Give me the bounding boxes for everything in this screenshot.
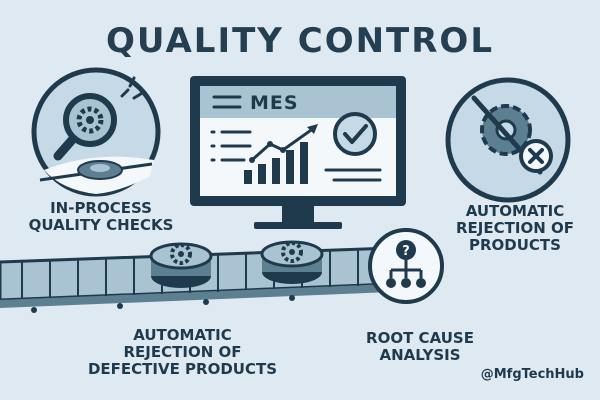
- crossed-gear-icon: [471, 95, 543, 175]
- svg-text:?: ?: [402, 244, 410, 259]
- product-disc-2: [260, 240, 324, 284]
- question-icon: ?: [396, 240, 416, 260]
- magnifier-gear-icon: [53, 93, 117, 161]
- author-handle: @MfgTechHub: [480, 367, 584, 382]
- gear-icon: [170, 243, 192, 265]
- menu-lines-icon: [212, 95, 242, 109]
- gear-icon: [77, 160, 123, 180]
- mes-label: MES: [250, 92, 299, 114]
- in-process-check-icon: [31, 67, 161, 197]
- automatic-rejection-defective-label: AUTOMATIC REJECTION OF DEFECTIVE PRODUCT…: [87, 326, 278, 378]
- x-icon: [519, 139, 553, 173]
- line-chart-icon: [244, 124, 318, 184]
- in-process-checks-label: IN-PROCESS QUALITY CHECKS: [28, 199, 174, 234]
- root-cause-analysis-label: ROOT CAUSE ANALYSIS: [366, 329, 474, 364]
- root-cause-icon: ?: [368, 228, 444, 304]
- page-title: QUALITY CONTROL: [106, 21, 494, 61]
- mes-monitor: [190, 76, 406, 229]
- check-icon: [333, 112, 377, 156]
- hierarchy-icon: [389, 260, 423, 278]
- gear-icon: [281, 241, 303, 263]
- product-disc-1: [149, 242, 213, 288]
- list-lines-icon: [210, 130, 252, 162]
- auto-reject-icon: [445, 77, 571, 203]
- automatic-rejection-products-label: AUTOMATIC REJECTION OF PRODUCTS: [456, 202, 574, 254]
